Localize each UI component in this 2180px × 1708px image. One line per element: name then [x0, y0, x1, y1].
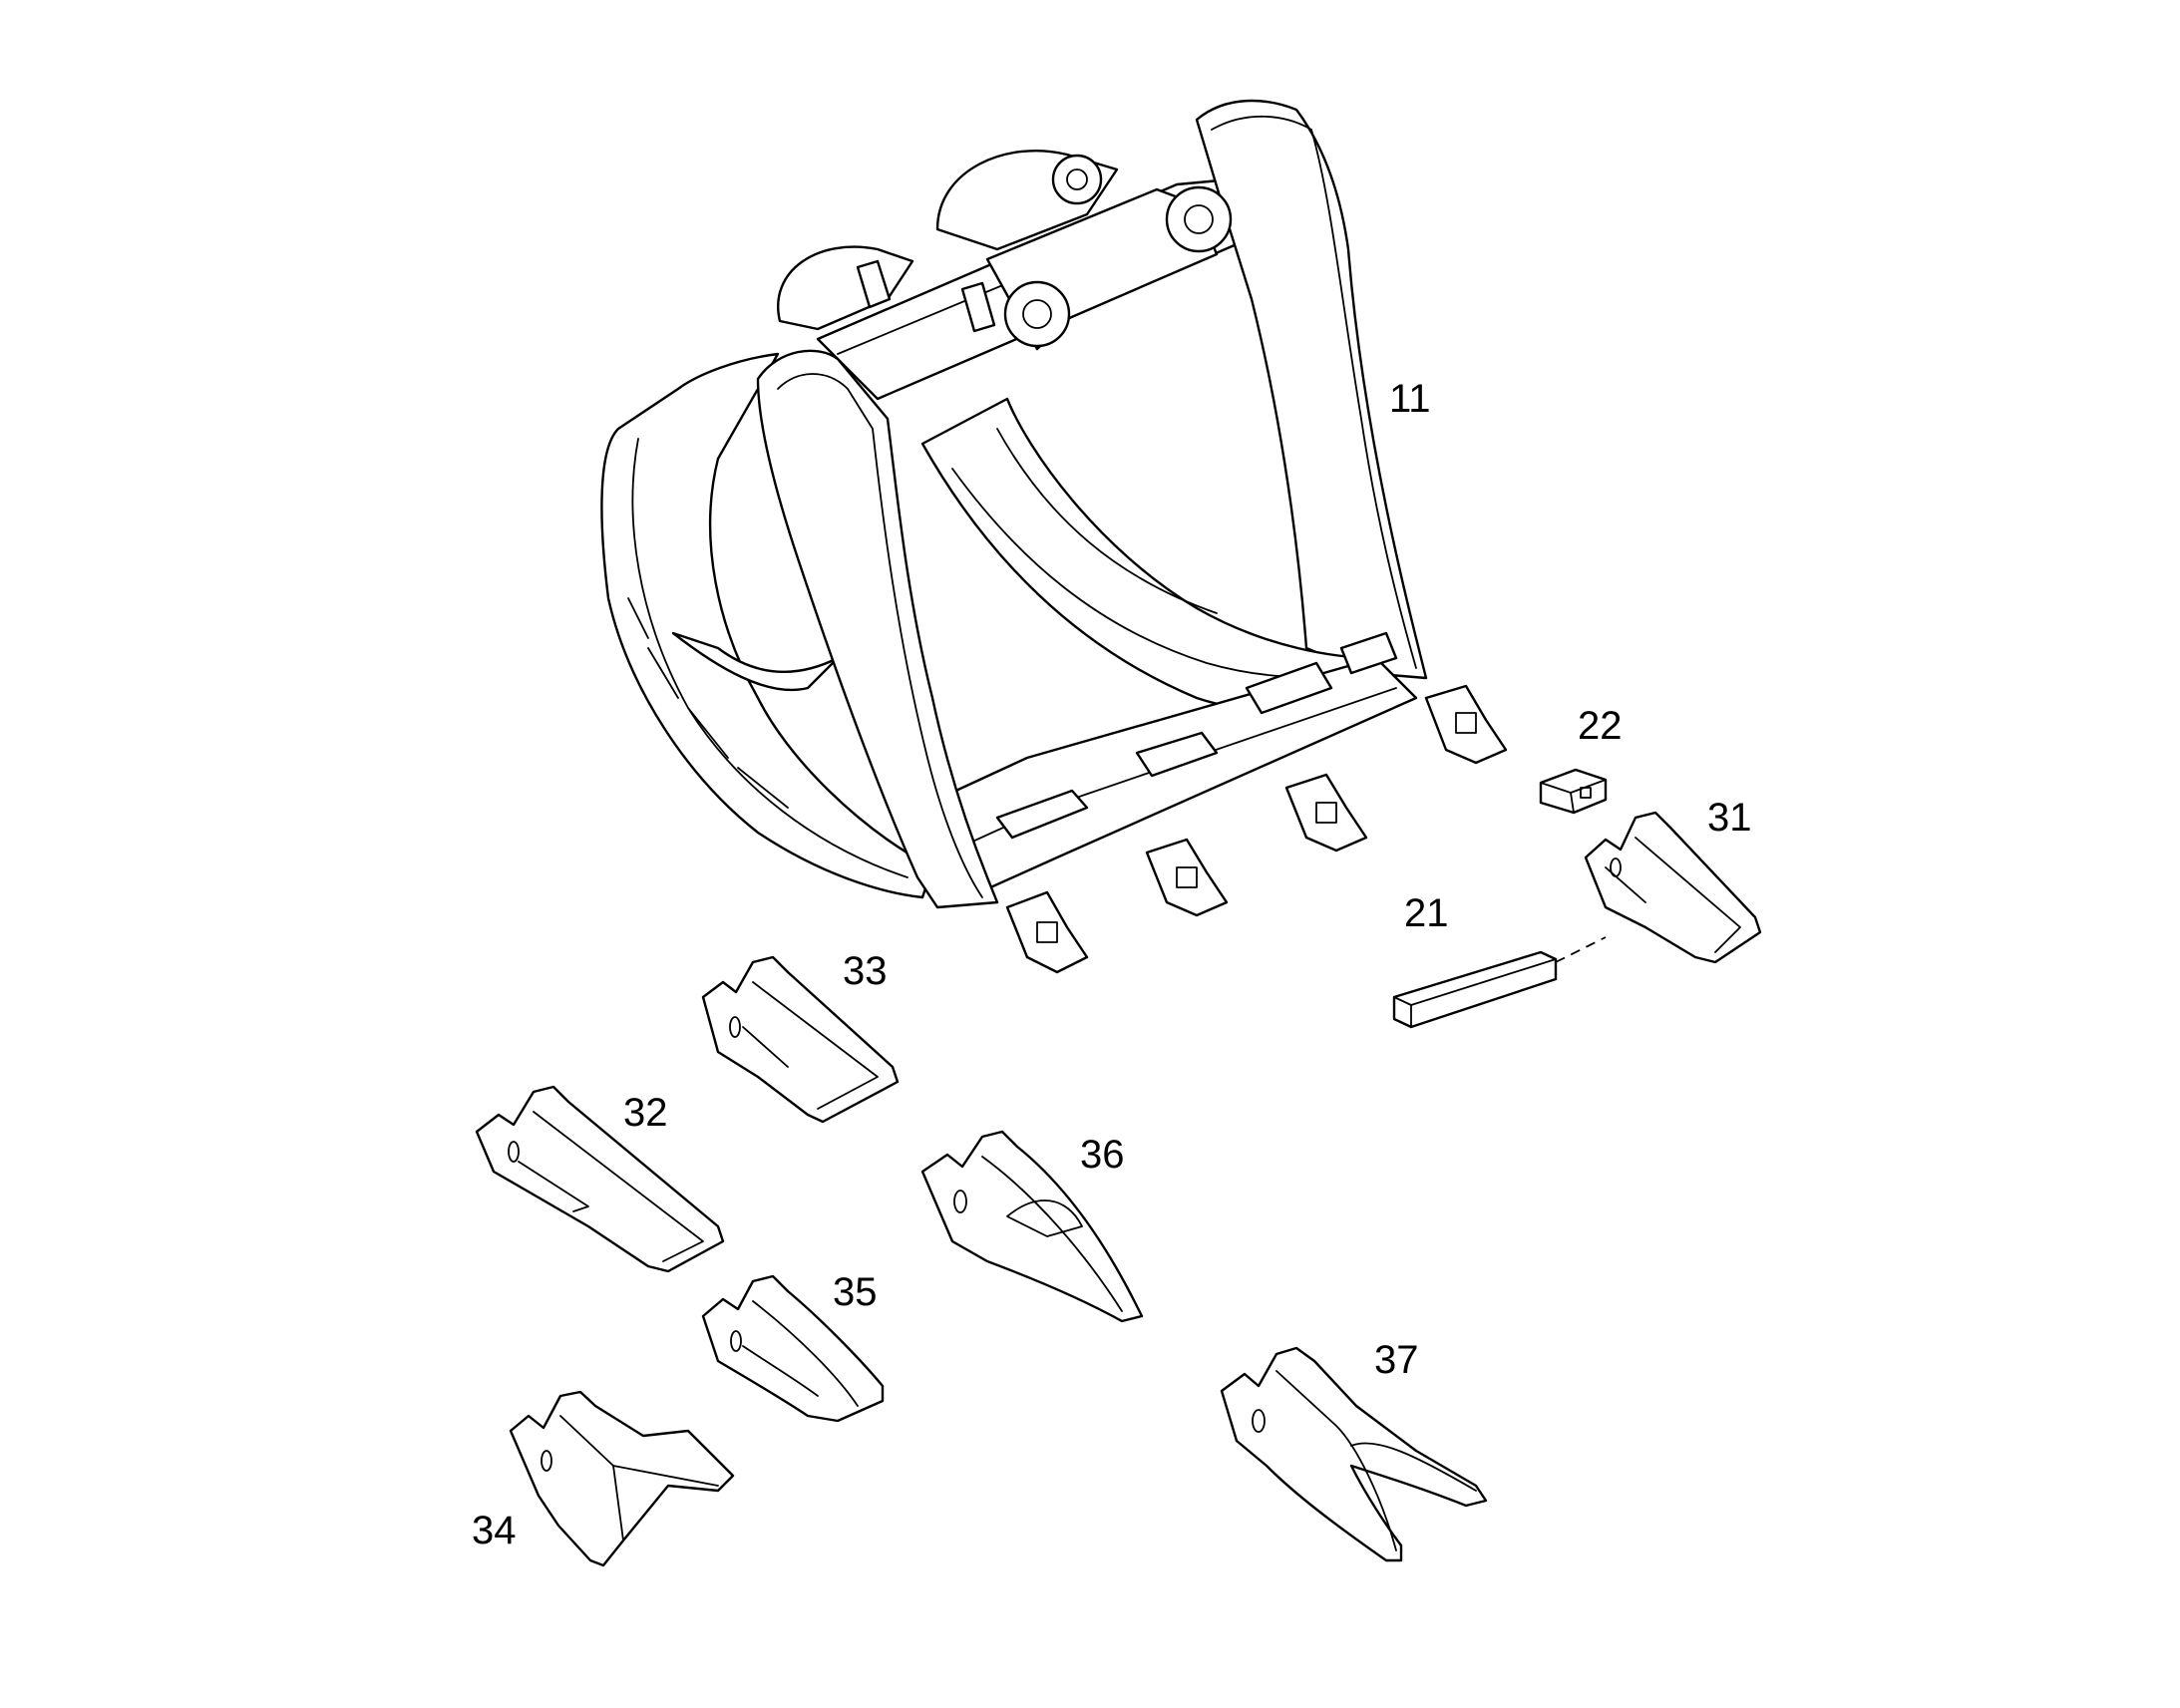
callout-22: 22	[1578, 704, 1623, 748]
callout-37: 37	[1374, 1338, 1419, 1382]
callout-36: 36	[1080, 1133, 1125, 1177]
callout-21: 21	[1404, 891, 1449, 935]
tooth-part-35[interactable]	[701, 1274, 885, 1423]
callout-33: 33	[843, 949, 888, 993]
tooth-part-36[interactable]	[920, 1130, 1144, 1323]
tooth-part-32[interactable]	[475, 1085, 725, 1273]
callout-32: 32	[623, 1091, 668, 1135]
callout-31: 31	[1707, 796, 1752, 840]
bucket-part-11[interactable]	[600, 99, 1508, 974]
pin-part-21[interactable]	[1392, 950, 1558, 1029]
callout-11: 11	[1389, 377, 1431, 421]
tooth-part-37[interactable]	[1220, 1346, 1488, 1562]
assembly-line-21-31	[1555, 936, 1607, 963]
tooth-part-31[interactable]	[1584, 811, 1762, 964]
callout-34: 34	[472, 1509, 517, 1552]
lock-part-22[interactable]	[1539, 768, 1608, 815]
callout-35: 35	[833, 1270, 878, 1314]
tooth-part-33[interactable]	[701, 955, 900, 1124]
tooth-part-34[interactable]	[509, 1390, 735, 1567]
